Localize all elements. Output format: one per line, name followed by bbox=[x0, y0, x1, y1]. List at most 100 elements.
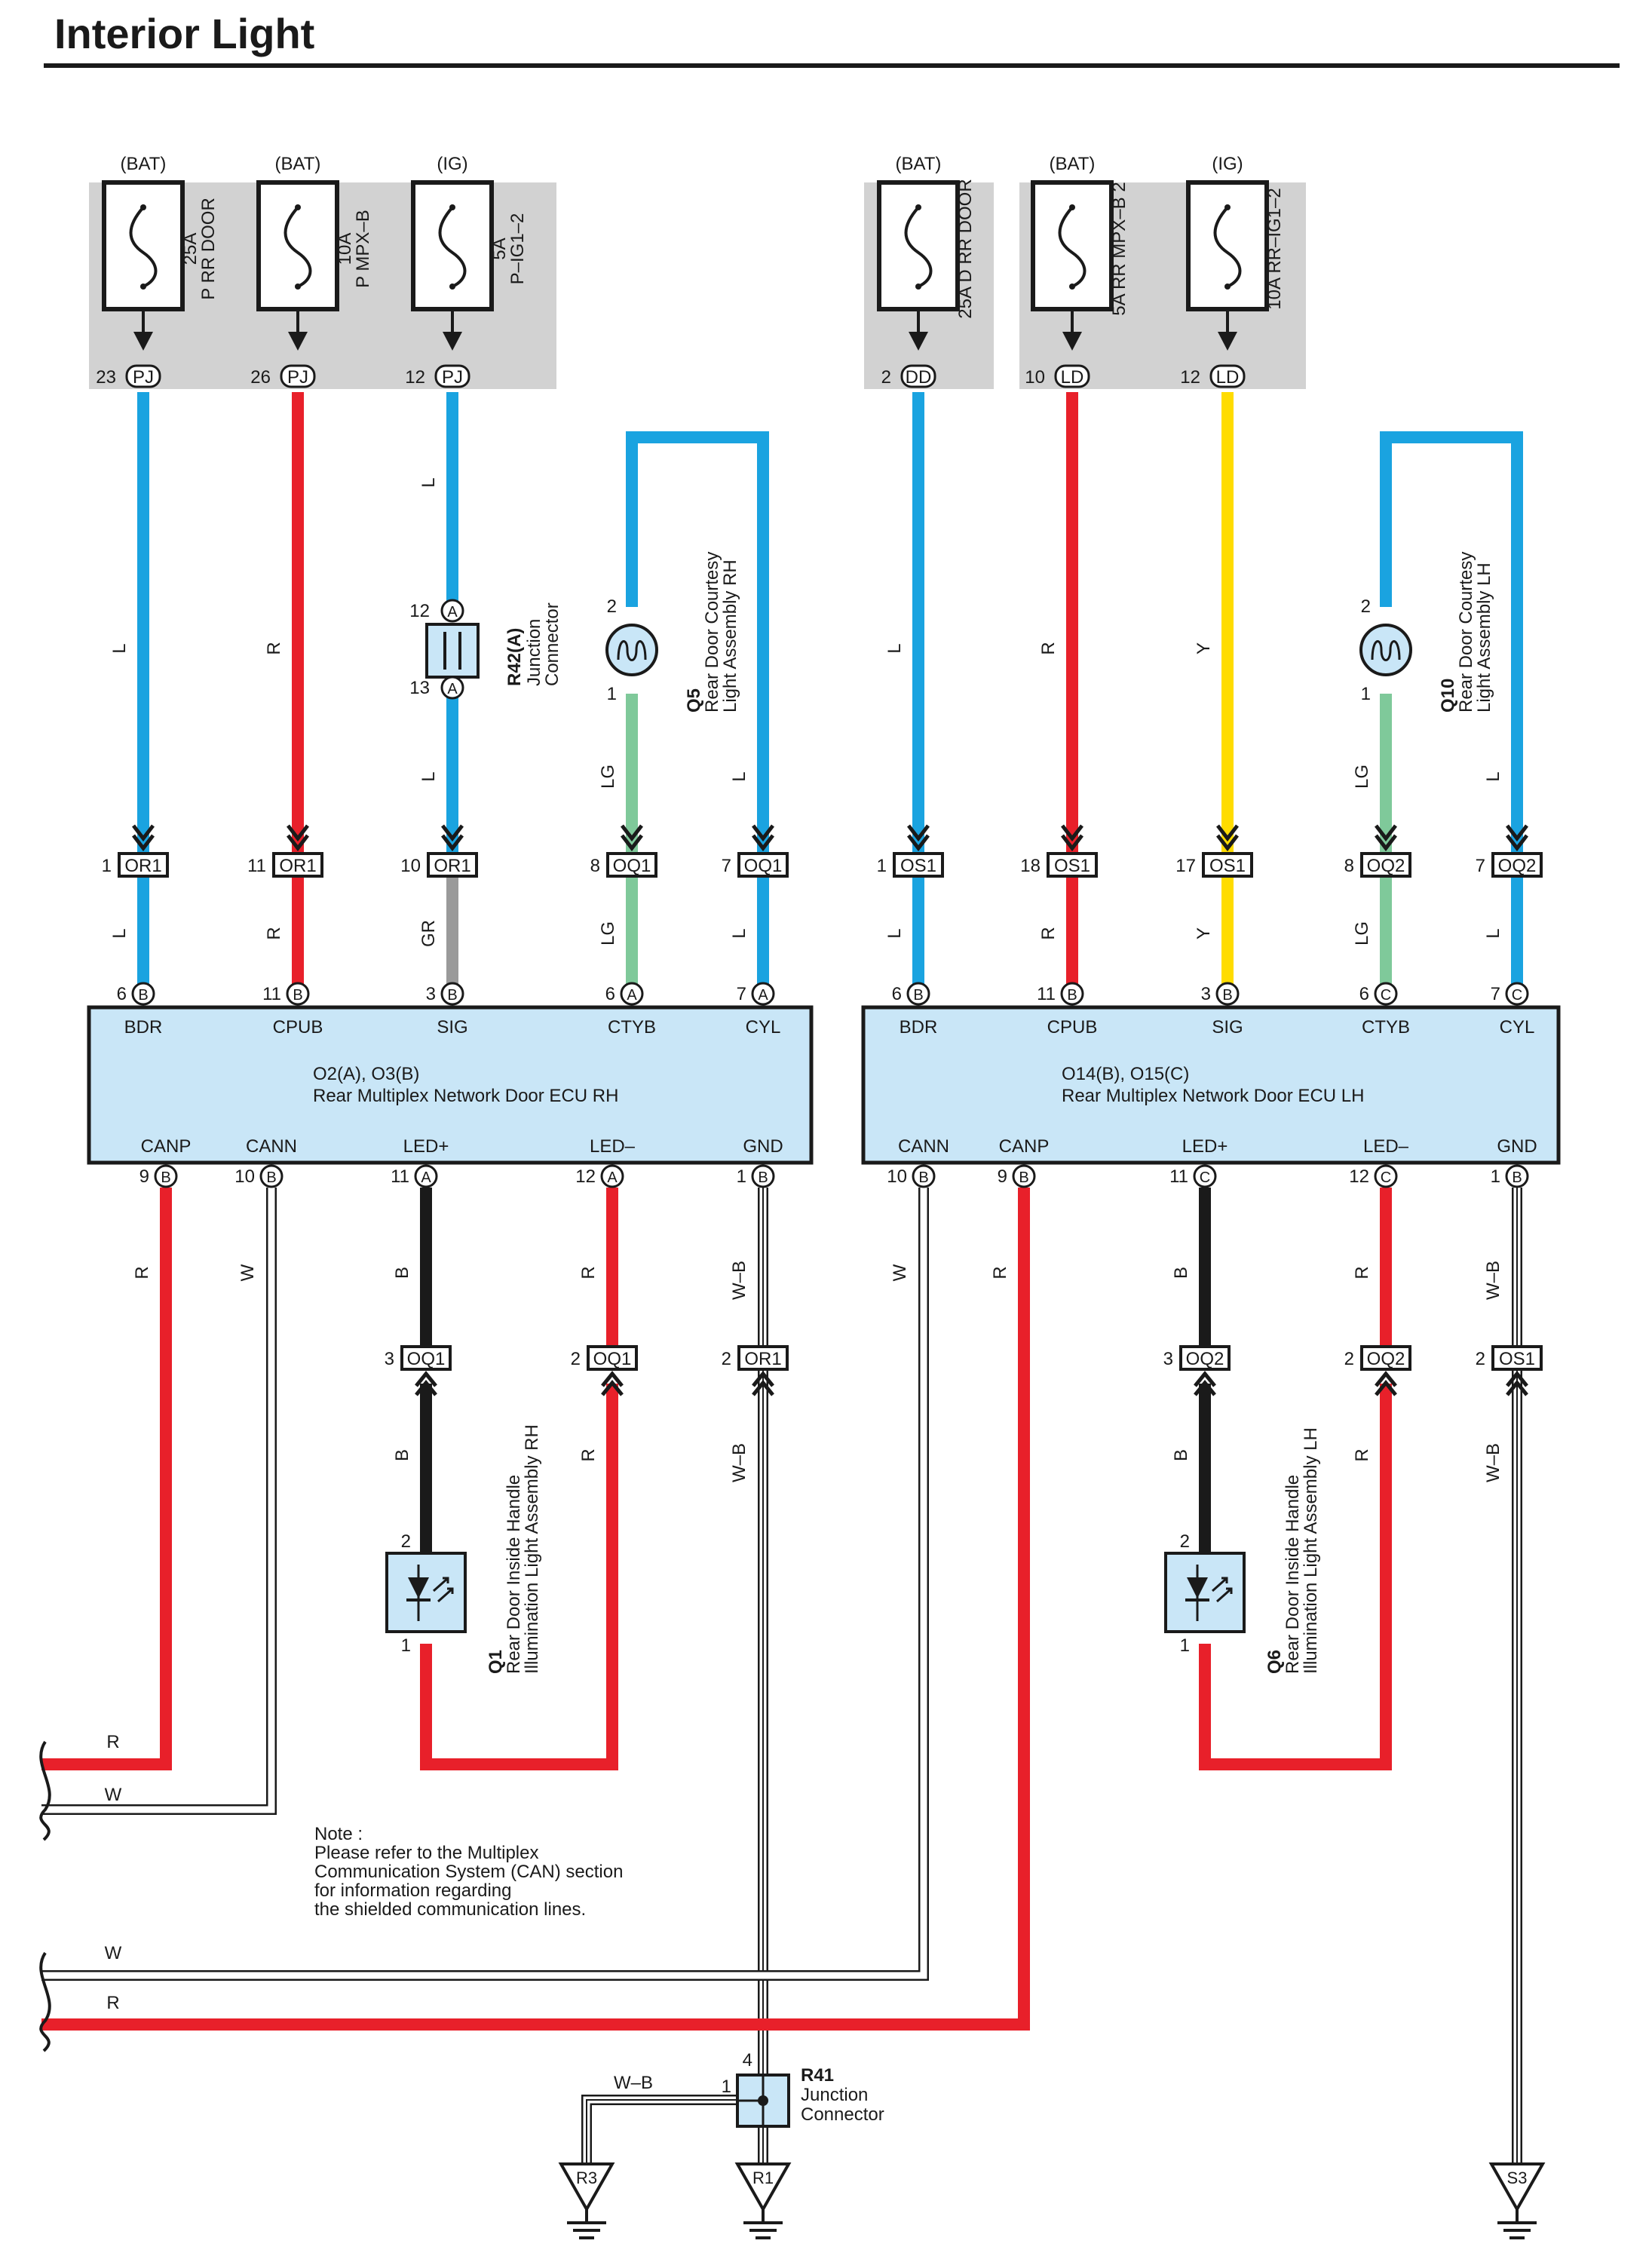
wire-color-label: W bbox=[890, 1264, 910, 1281]
pin-letter: C bbox=[1381, 1169, 1391, 1186]
pin-letter: A bbox=[447, 681, 458, 697]
connector-arrow bbox=[752, 824, 774, 852]
ecu-bottom-pin-LED+: LED+C11 bbox=[1169, 1136, 1228, 1188]
fuse-connector-label: PJ bbox=[287, 367, 308, 388]
fuse-connector-label: LD bbox=[1061, 367, 1084, 388]
wire-color-label: L bbox=[884, 643, 905, 653]
pin-number: 1 bbox=[1361, 684, 1371, 704]
note-line-3: Communication System (CAN) section bbox=[314, 1862, 623, 1882]
pin-number: 1 bbox=[737, 1166, 746, 1187]
fuse-pin-number: 2 bbox=[881, 367, 891, 388]
fuse-terminal bbox=[140, 204, 146, 210]
wire-color-label: L bbox=[418, 771, 439, 781]
wire-color-label: L bbox=[729, 928, 749, 938]
fuse-terminal bbox=[915, 204, 921, 210]
connector-arrow bbox=[132, 824, 155, 852]
inline-connector-OQ2: OQ2 8 bbox=[1344, 824, 1411, 878]
fuse-name: P MPX–B bbox=[353, 210, 373, 288]
pin-circle bbox=[131, 982, 155, 1006]
component-name: Connector bbox=[801, 2104, 884, 2125]
fuse-rating: 5A bbox=[489, 238, 510, 259]
fuse-name: 10A RR–IG1–2 bbox=[1264, 188, 1285, 309]
pin-number: 11 bbox=[247, 856, 266, 876]
wire-color-label: R bbox=[106, 1732, 119, 1752]
terminal-name: CYL bbox=[746, 1017, 781, 1038]
pin-letter: B bbox=[1019, 1169, 1028, 1186]
fuse-name: P RR DOOR bbox=[198, 198, 219, 300]
wire-r41-r3-tracer bbox=[586, 2099, 746, 2164]
connector-body bbox=[1360, 1345, 1411, 1371]
pin-number: 6 bbox=[892, 984, 902, 1004]
pin-circle bbox=[414, 1164, 438, 1188]
pin-letter: A bbox=[607, 1169, 618, 1186]
pin-number: 17 bbox=[1175, 856, 1196, 876]
pin-number: 9 bbox=[139, 1166, 149, 1187]
terminal-name: LED+ bbox=[403, 1136, 449, 1157]
fuse-arrow bbox=[909, 332, 928, 351]
pin-letter: B bbox=[138, 987, 148, 1004]
component-name: Illumination Light Assembly LH bbox=[1301, 1427, 1321, 1674]
connector-arrow bbox=[1506, 824, 1528, 852]
wire-color-label: L bbox=[1483, 928, 1503, 938]
pin-number: 8 bbox=[1344, 856, 1354, 876]
fuse-icon bbox=[1058, 206, 1087, 288]
terminal-name: SIG bbox=[1212, 1017, 1243, 1038]
pin-letter: B bbox=[1512, 1169, 1522, 1186]
fuse-terminal bbox=[295, 284, 301, 290]
wire-color-label: GR bbox=[418, 920, 439, 947]
pin-circle bbox=[440, 676, 464, 700]
fuse-body bbox=[1186, 180, 1269, 311]
terminal-name: CANP bbox=[999, 1136, 1050, 1157]
pin-letter: A bbox=[758, 987, 768, 1004]
component-name: Illumination Light Assembly RH bbox=[522, 1424, 542, 1674]
fuse-terminal bbox=[449, 204, 455, 210]
fuse-source-label: (BAT) bbox=[121, 154, 167, 174]
connector-body bbox=[1202, 852, 1253, 878]
fuse-icon bbox=[438, 206, 467, 288]
component-ref: Q1 bbox=[486, 1650, 506, 1674]
connector-body bbox=[606, 852, 657, 878]
wire-color-label: W–B bbox=[1483, 1443, 1503, 1482]
lamp-icon bbox=[605, 624, 658, 676]
connector-label: OS1 bbox=[1054, 856, 1090, 876]
pin-number: 7 bbox=[722, 856, 731, 876]
wire-color-label: L bbox=[729, 771, 749, 781]
pin-number: 11 bbox=[1037, 984, 1056, 1004]
terminal-name: SIG bbox=[437, 1017, 467, 1038]
title-underline bbox=[44, 63, 1620, 68]
junction-node bbox=[758, 2095, 768, 2106]
ecu-rh: O2(A), O3(B) Rear Multiplex Network Door… bbox=[87, 1005, 814, 1165]
wire-color-label: B bbox=[1171, 1267, 1191, 1279]
connector-label: OQ1 bbox=[593, 1349, 632, 1369]
wire-color-label: W bbox=[238, 1264, 258, 1281]
pin-number: 2 bbox=[401, 1531, 411, 1552]
junction-body bbox=[425, 623, 480, 679]
connector-label: OQ1 bbox=[407, 1349, 446, 1369]
connector-label: OQ2 bbox=[1367, 856, 1405, 876]
pin-letter: B bbox=[266, 1169, 276, 1186]
terminal-name: GND bbox=[1497, 1136, 1537, 1157]
fuse-connector-label: DD bbox=[906, 367, 932, 388]
pin-number: 12 bbox=[1349, 1166, 1369, 1187]
ecu-rh-name: Rear Multiplex Network Door ECU RH bbox=[313, 1086, 618, 1106]
pin-letter: B bbox=[1222, 987, 1232, 1004]
